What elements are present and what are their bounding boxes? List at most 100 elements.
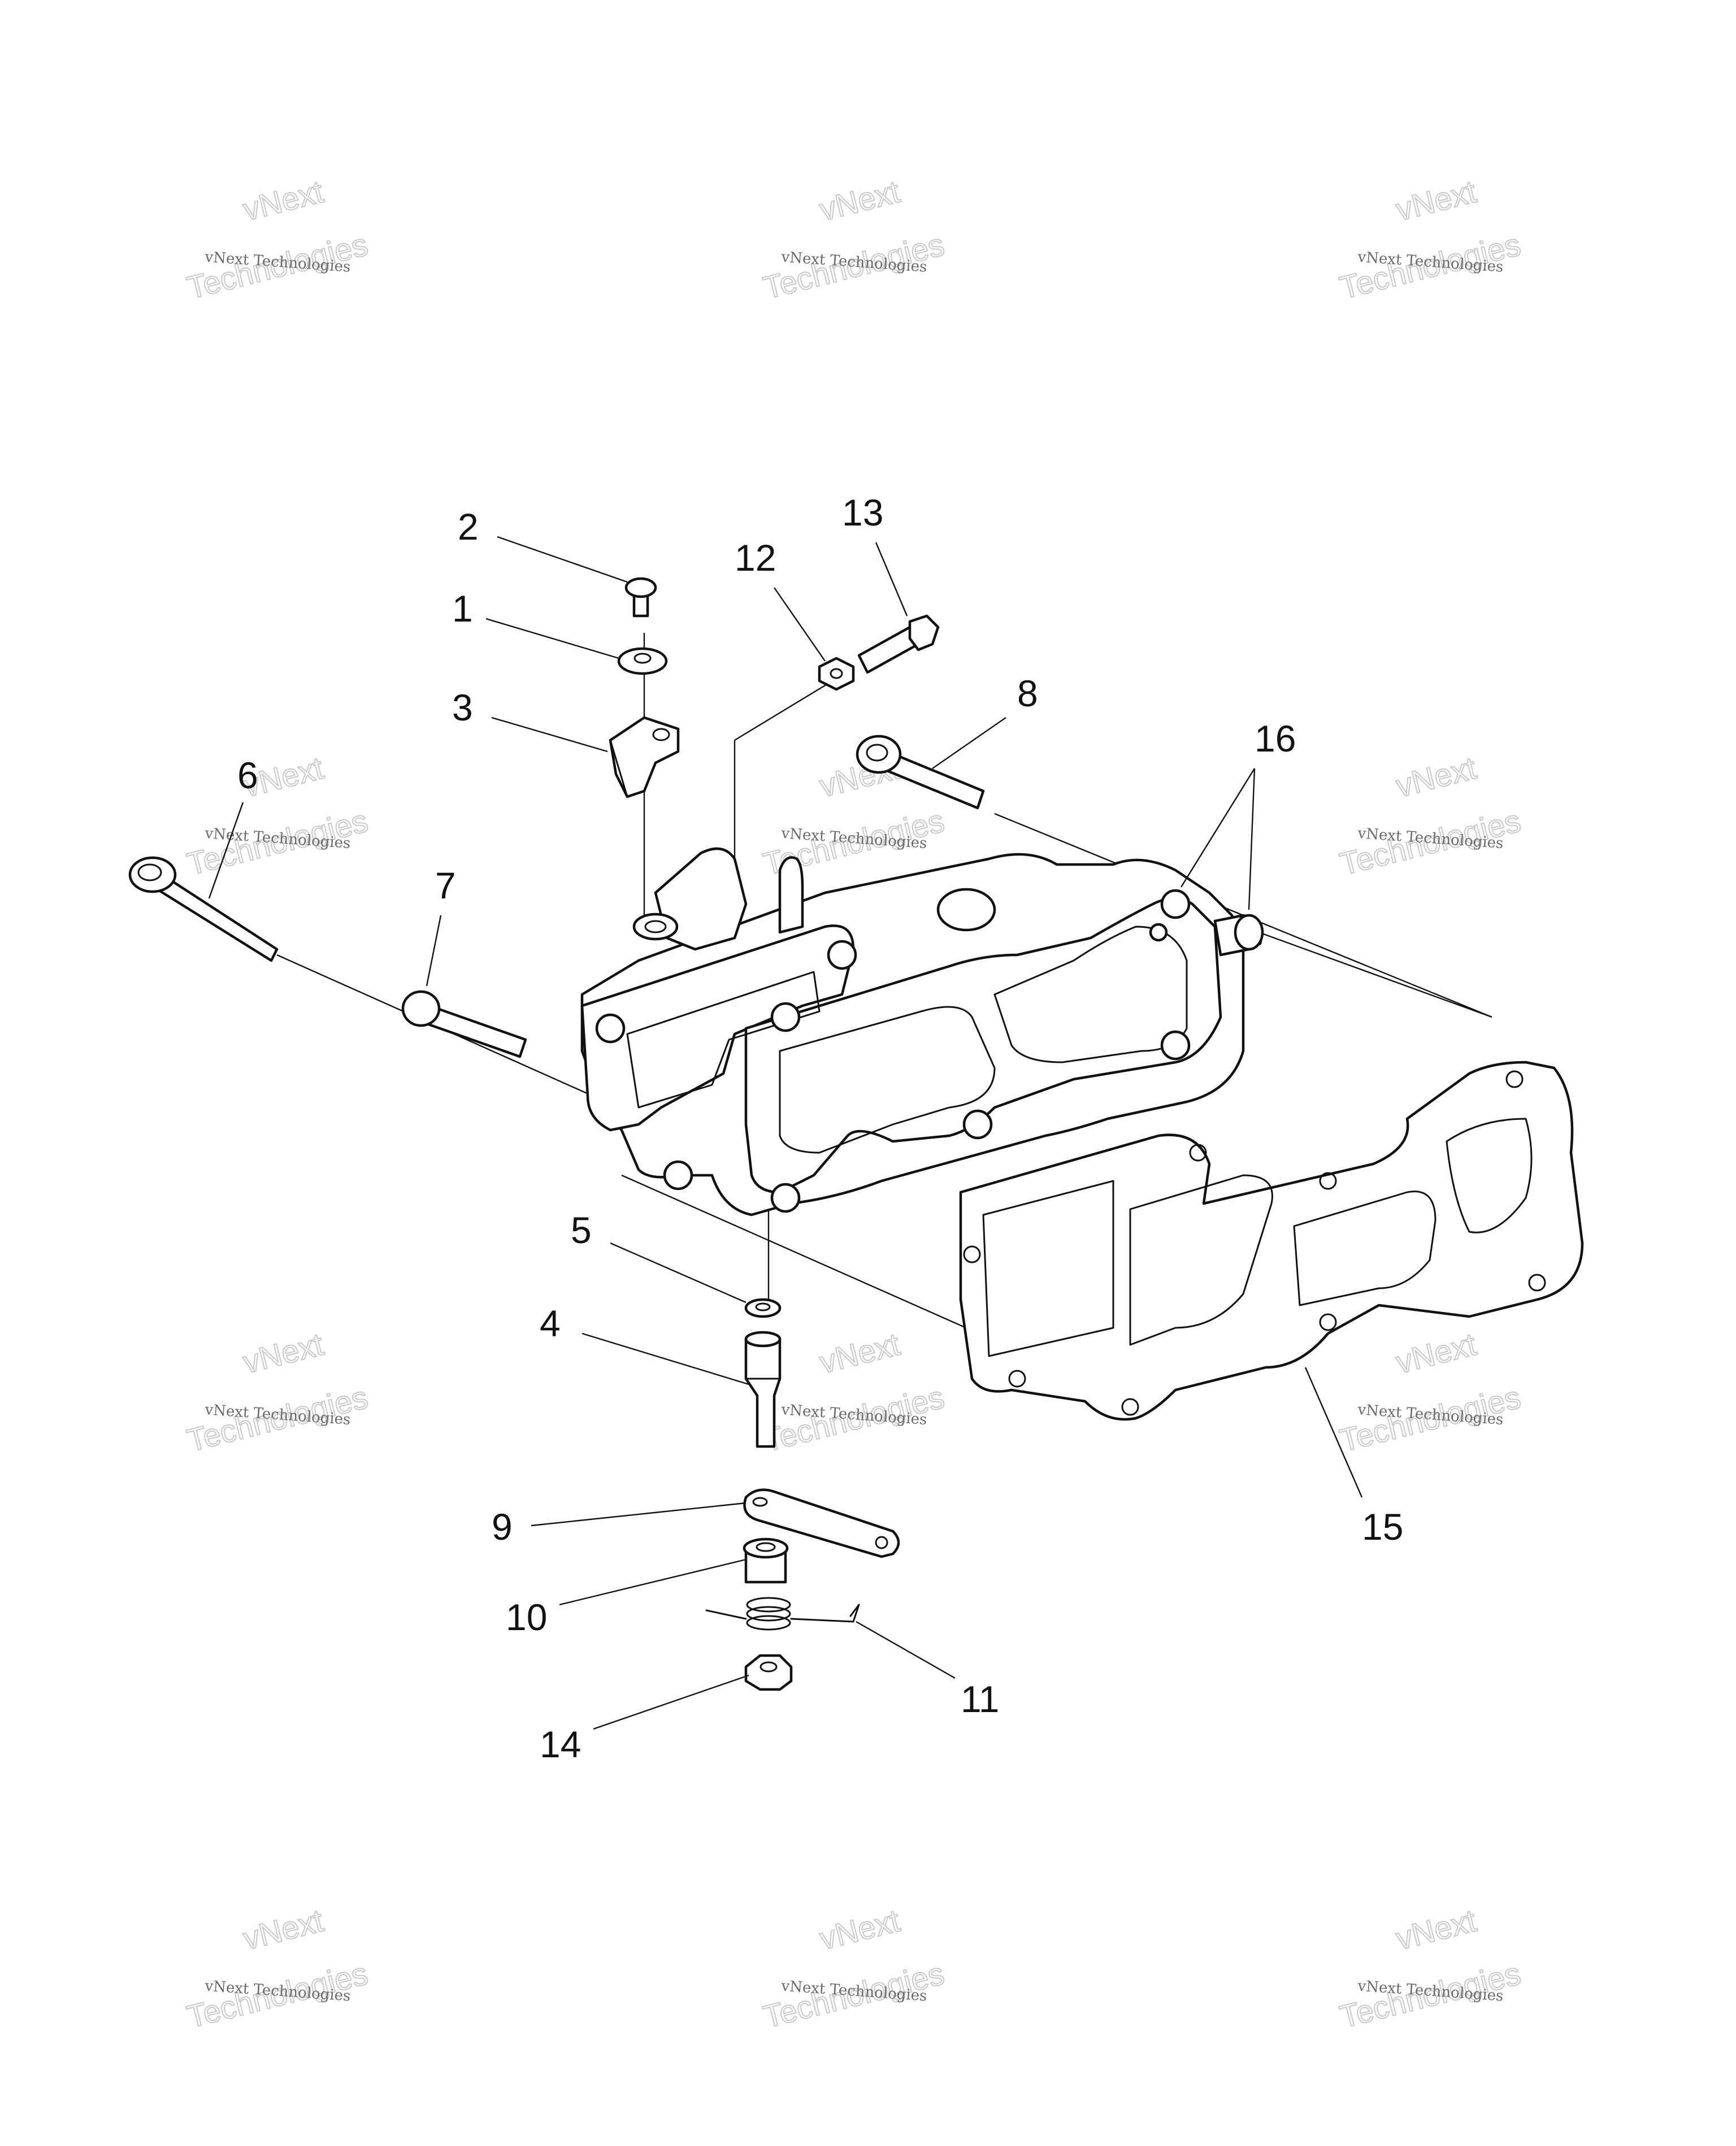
callout-16: 16 [1255,718,1296,759]
lever-9-pivot-hole [752,1497,768,1507]
gasket-hole [1505,1070,1524,1088]
gasket-hole [1008,1370,1026,1388]
leader-9 [531,1502,747,1527]
nut-12-body [818,657,855,691]
watermark-mid-right: vNext Technologies vNext Technologies [1336,749,1525,883]
callout-14: 14 [540,1723,581,1765]
watermark-big-1: vNext [240,173,327,228]
callout-15: 15 [1362,1506,1403,1548]
callout-12: 12 [735,537,776,579]
watermark-mid-left: vNext Technologies vNext Technologies [183,749,372,883]
bolt-8-head [856,735,902,774]
centerline-bolt-16 [1243,926,1492,1018]
bolt-13-head [908,614,940,651]
leader-6 [208,802,244,899]
shaft-4-top [744,1331,782,1348]
manifold-throttle-bore [644,920,667,933]
bolt-6-socket [137,863,162,881]
leader-11 [856,1621,956,1679]
manifold-bolt-hole [595,1013,626,1044]
bolt-8-socket [866,744,888,762]
bushing-10-bore [756,1542,776,1552]
manifold-inlet-stub [936,888,996,932]
leader-4 [581,1332,749,1385]
gasket-inner-center [1129,1174,1273,1346]
bolt-6-shank [157,874,279,962]
manifold-flange-left [580,924,855,1132]
watermark-top-center: vNext Technologies vNext Technologies [760,173,948,306]
leader-1 [485,618,619,659]
washer-5 [744,1298,782,1318]
callout-6: 6 [237,754,258,796]
manifold-bolt-hole [770,1183,801,1213]
bolt-13 [857,614,940,674]
watermark-lower-left: vNext Technologies vNext Technologies [183,1326,372,1459]
callout-9: 9 [492,1506,513,1548]
manifold-port-right [993,926,1188,1063]
spring-11-leg-right [790,1604,860,1623]
callout-1: 1 [452,588,473,629]
watermark-big-1: vNext [1392,750,1480,804]
leader-5 [610,1242,747,1304]
manifold-ear-top [778,856,804,934]
gasket-hole [1121,1398,1139,1416]
lever-9-end-hole [875,1536,888,1549]
manifold-throttle-boss [632,913,679,941]
nut-14-body [744,1654,793,1691]
manifold-bolt-hole [962,1109,993,1140]
callout-10: 10 [506,1596,547,1638]
gasket-outer [959,1061,1584,1421]
manifold-bolt-hole [827,940,857,970]
manifold-mount-boss [654,847,748,951]
spring-11-leg-left [705,1609,747,1620]
bracket-3-body [609,716,680,798]
bolt-7-head [401,990,441,1027]
leader-8 [932,717,1006,769]
manifold-bolt-hole [1160,889,1191,919]
callout-leaders [208,536,1363,1730]
gasket-hole [1319,1313,1337,1331]
bushing-10 [743,1537,789,1584]
watermark-big-1: vNext [816,1326,904,1380]
callout-2: 2 [458,506,479,548]
watermark-big-1: vNext [240,1902,327,1957]
watermark-big-1: vNext [816,173,904,228]
washer-1-hole [633,653,652,664]
shaft-4-body [744,1337,782,1448]
centerline-lower-gasket [621,1174,1018,1352]
watermark-big-1: vNext [1392,173,1480,228]
washer-5-hole [755,1302,771,1311]
gasket-inner-right [1293,1191,1436,1306]
gasket-inner-left [982,1180,1114,1357]
nut-12 [818,657,855,691]
leader-15 [1304,1367,1363,1498]
callout-labels: 2 1 3 12 13 8 16 6 7 5 4 9 10 11 14 15 [237,492,1403,1765]
leader-16a [1180,768,1256,888]
nut-14-hole [760,1661,778,1673]
callout-13: 13 [842,492,883,533]
gasket-hole [1319,1172,1337,1190]
spring-11-coil [746,1615,791,1631]
watermark-bottom-left: vNext Technologies vNext Technologies [183,1902,372,2035]
nut-12-hole [830,668,843,679]
bolt-6 [128,856,279,962]
washer-5-body [744,1298,782,1318]
leader-10 [559,1558,747,1606]
bushing-10-flange [743,1537,789,1559]
watermark-bottom-right: vNext Technologies vNext Technologies [1336,1902,1525,2035]
leader-12 [774,587,826,662]
leader-13 [875,542,908,616]
callout-3: 3 [452,687,473,728]
watermark-top-left: vNext Technologies vNext Technologies [183,173,372,306]
gasket-15 [959,1061,1584,1421]
shaft-4 [744,1331,782,1448]
gasket-hole [963,1245,981,1263]
manifold-bolt-hole [663,1160,693,1191]
spring-11-coil [746,1606,791,1622]
spring-11-coil [746,1597,791,1613]
leader-2 [497,536,628,583]
leader-16b [1248,768,1256,910]
washer-1-body [617,647,668,675]
